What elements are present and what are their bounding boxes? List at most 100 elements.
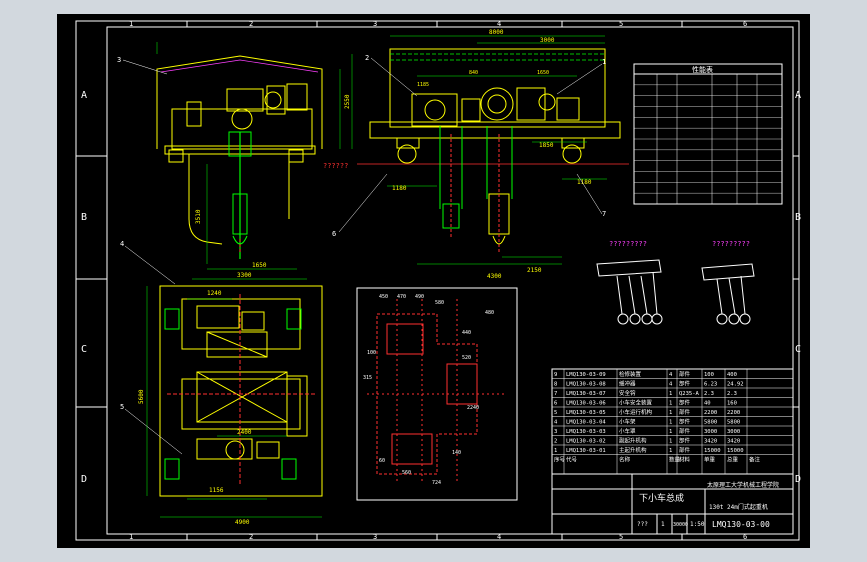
col-label-6: 6 — [743, 20, 747, 28]
col-label-2: 2 — [249, 20, 253, 28]
callout-2: 2 — [365, 54, 369, 62]
bom-cell: 15000 — [727, 448, 744, 454]
bom-cell: LMQ130-03-05 — [566, 410, 606, 416]
dim-315: 315 — [363, 375, 372, 381]
col-label-4: 4 — [497, 20, 501, 28]
bom-cell: 5 — [554, 410, 557, 416]
spec-table: 性能表 — [633, 63, 783, 205]
bom-cell: 小车罩 — [619, 427, 636, 435]
bom-cell: LMQ130-03-07 — [566, 391, 606, 397]
col-label-5b: 5 — [619, 533, 623, 541]
dim-4900: 4900 — [235, 519, 250, 526]
dim-2240: 2240 — [467, 405, 479, 411]
bom-cell: 部件 — [679, 446, 691, 454]
sheet-count: 1 — [661, 521, 665, 528]
drawing-number: LMQ130-03-00 — [712, 520, 770, 529]
dim-2150: 2150 — [527, 267, 542, 274]
bom-header: 序号代号名称数量材料单重总重备注 — [554, 456, 761, 464]
bom-cell: 小车运行机构 — [619, 408, 653, 416]
col-label-3b: 3 — [373, 533, 377, 541]
bom-cell: 1 — [669, 448, 672, 454]
bom-cell: 1 — [669, 429, 672, 435]
bom-header-cell: 备注 — [749, 456, 761, 464]
dim-3300: 3300 — [237, 272, 252, 279]
bom-cell: 24.92 — [727, 382, 744, 388]
outer-frame — [75, 20, 800, 541]
dim-1650: 1650 — [252, 262, 267, 269]
col-label-3: 3 — [373, 20, 377, 28]
dim-1185: 1185 — [417, 82, 429, 88]
dim-1180a: 1180 — [392, 185, 407, 192]
callout-6: 6 — [332, 230, 336, 238]
bom-cell: 部件 — [679, 427, 691, 435]
bom-cell: 15000 — [704, 448, 721, 454]
bom-cell: 小车安全装置 — [619, 399, 653, 407]
bom-cell: 3420 — [727, 439, 740, 445]
bom-cell: LMQ130-03-08 — [566, 382, 606, 388]
front-view: 8000 3000 1185 840 1650 2150 1180 4300 1… — [323, 29, 629, 280]
rope-diagrams: ????????? ????????? — [596, 240, 755, 325]
bom-cell: LMQ130-03-06 — [566, 401, 606, 407]
dim-1180b: 1180 — [577, 179, 592, 186]
dim-60: 60 — [379, 458, 385, 464]
dim-1240: 1240 — [207, 290, 222, 297]
row-label-C: C — [81, 344, 87, 355]
border-row-labels: A B C D A B C D — [76, 90, 801, 485]
row-label-A-right: A — [795, 90, 801, 101]
dim-4300: 4300 — [487, 273, 502, 280]
callout-5: 5 — [120, 403, 124, 411]
bom-cell: 小车架 — [619, 418, 636, 426]
front-view-note: ?????? — [323, 162, 348, 170]
dim-140: 140 — [452, 450, 461, 456]
dim-520: 520 — [462, 355, 471, 361]
bom-cell: 40 — [704, 401, 711, 407]
bom-cell: 1 — [669, 420, 672, 426]
drawing-canvas[interactable]: 1 2 3 4 5 6 1 2 3 4 5 6 A B C — [57, 14, 810, 548]
bom-cell: 1 — [669, 410, 672, 416]
bom-cell: LMQ130-03-03 — [566, 429, 606, 435]
parts-view: 450 470 490 580 440 520 2240 140 724 60 … — [356, 287, 518, 501]
bom-cell: 100 — [704, 372, 714, 378]
col-label-1b: 1 — [129, 533, 133, 541]
bom-header-cell: 数量 — [669, 456, 681, 464]
bom-cell: 400 — [727, 372, 737, 378]
dim-490: 490 — [415, 294, 424, 300]
bom-cell: 部件 — [679, 408, 691, 416]
dim-580: 580 — [435, 300, 444, 306]
spec-table-title: 性能表 — [692, 65, 713, 74]
bom-cell: 3420 — [704, 439, 717, 445]
col-label-4b: 4 — [497, 533, 501, 541]
bom-cell: LMQ130-03-09 — [566, 372, 606, 378]
school-name: 太原理工大学机械工程学院 — [707, 481, 779, 489]
callout-1: 1 — [602, 58, 606, 66]
bom-cell: 缓冲器 — [619, 380, 636, 388]
row-label-B: B — [81, 212, 87, 223]
bom-header-cell: 名称 — [619, 456, 631, 464]
dim-5600: 5600 — [138, 389, 145, 404]
bom-header-cell: 代号 — [566, 456, 578, 464]
bom-cell: 2.3 — [727, 391, 737, 397]
bom-cell: 副起升机构 — [619, 437, 647, 445]
dim-2400: 2400 — [237, 429, 252, 436]
callout-7: 7 — [602, 210, 606, 218]
bom-cell: 7 — [554, 391, 557, 397]
plan-view: 1240 2400 1156 4900 5600 4 5 — [120, 240, 323, 526]
bom-header-cell: 单重 — [704, 456, 716, 464]
dim-1650b: 1650 — [537, 70, 549, 76]
bom-cell: LMQ130-03-04 — [566, 420, 606, 426]
dim-560: 560 — [402, 470, 411, 476]
bom-cell: 2200 — [727, 410, 740, 416]
bom-cell: 8 — [554, 382, 557, 388]
bom-cell: 5800 — [704, 420, 717, 426]
dim-1156: 1156 — [209, 487, 224, 494]
bom-cell: Q235-A — [679, 391, 700, 397]
bom-cell: 部件 — [679, 418, 691, 426]
bom-cell: LMQ130-03-01 — [566, 448, 606, 454]
row-label-C-right: C — [795, 344, 801, 355]
bom-cell: 5800 — [727, 420, 740, 426]
bom-cell: 3000 — [727, 429, 740, 435]
dim-3510: 3510 — [195, 209, 202, 224]
inner-frame — [106, 26, 794, 535]
dim-440: 440 — [462, 330, 471, 336]
